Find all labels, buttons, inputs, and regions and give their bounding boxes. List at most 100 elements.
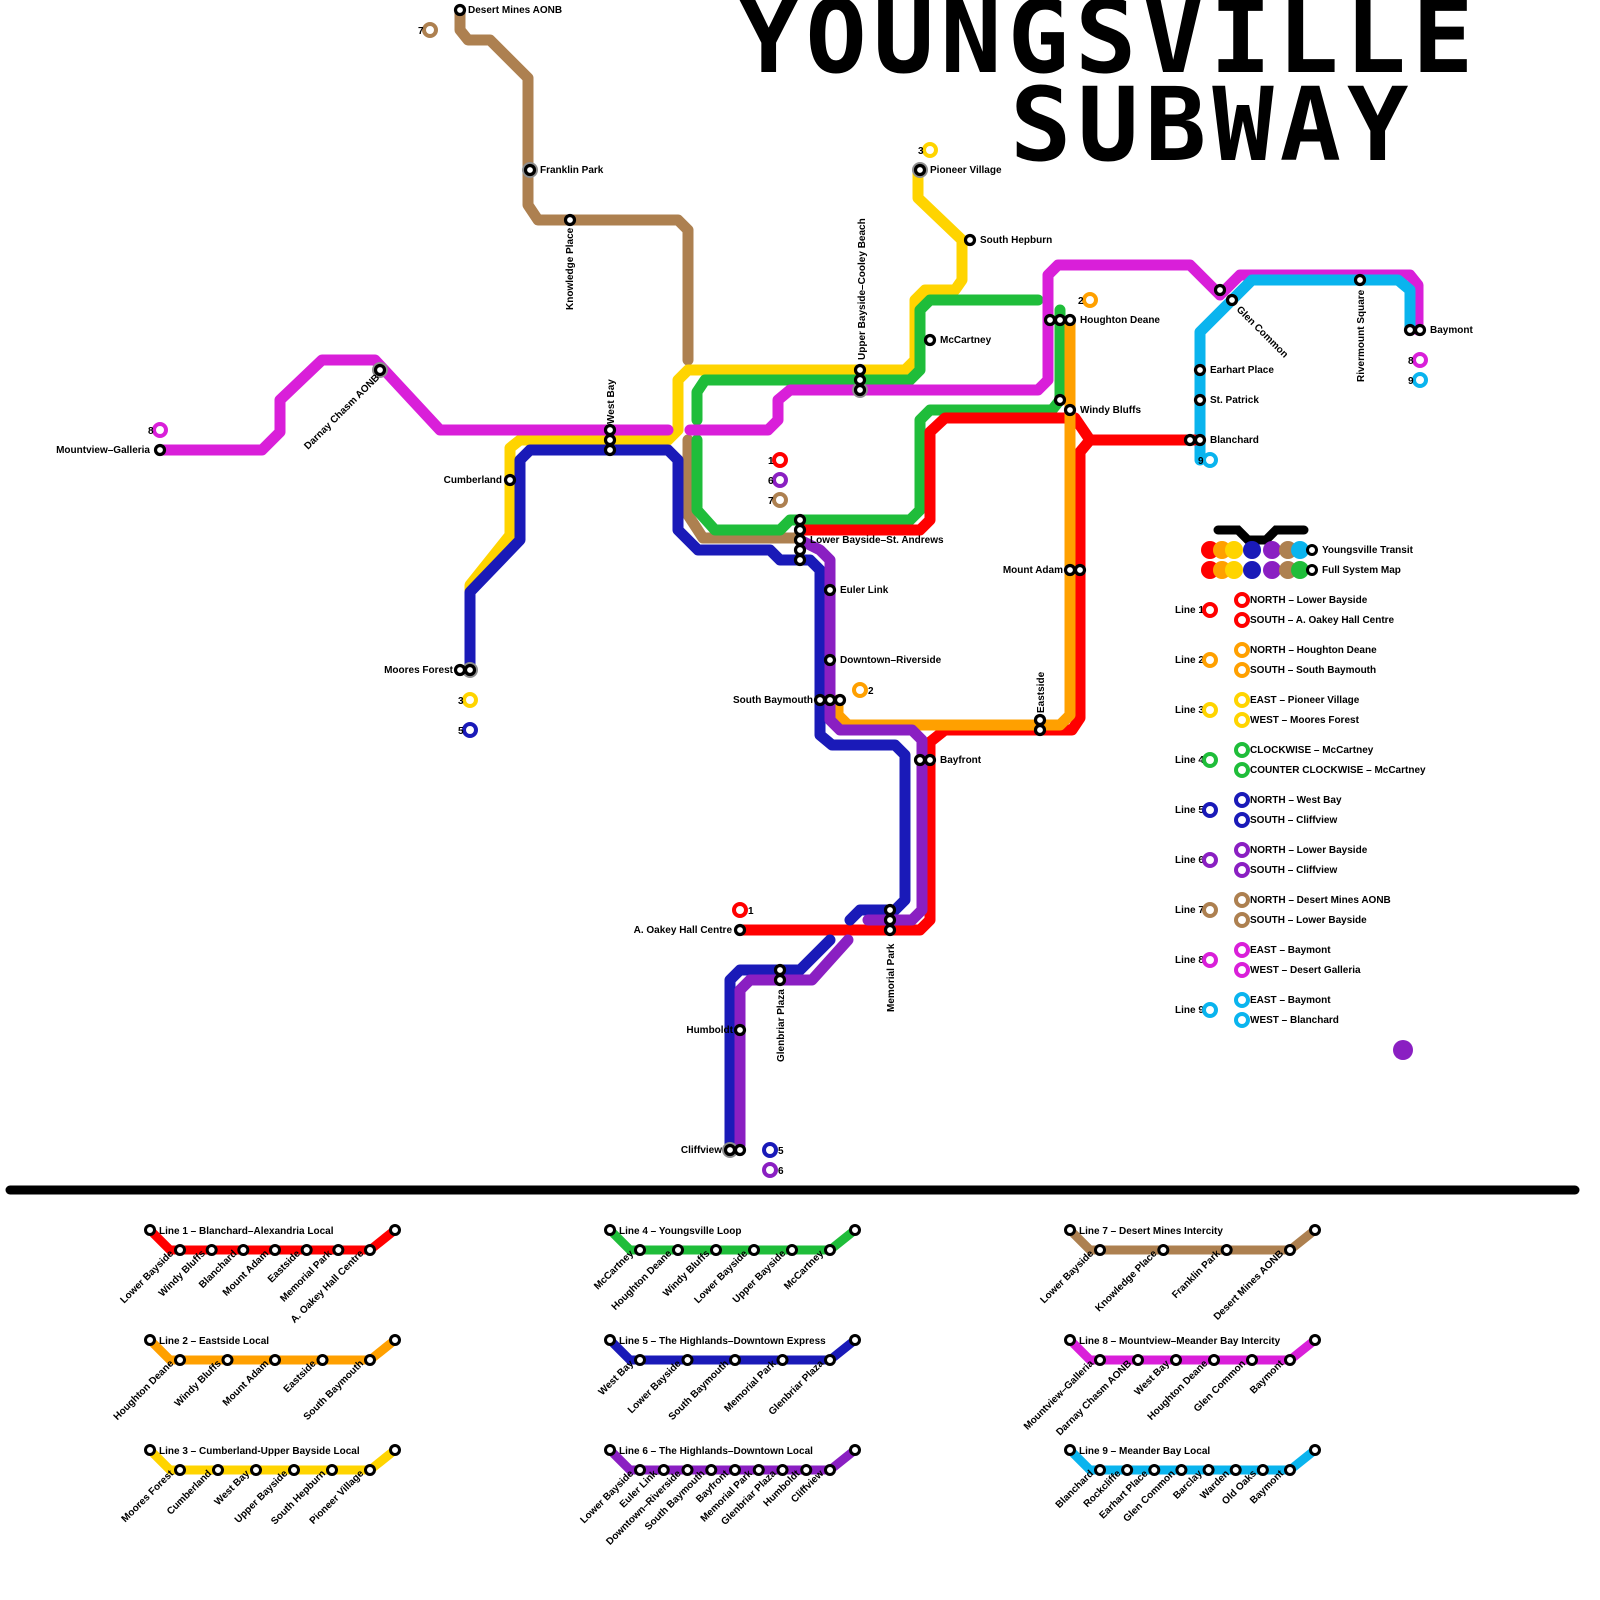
station-marker	[726, 1146, 735, 1155]
station-marker	[836, 696, 845, 705]
strip-stop	[1248, 1356, 1257, 1365]
station-label: Euler Link	[840, 585, 889, 596]
legend-direction: COUNTER CLOCKWISE – McCartney	[1250, 765, 1426, 776]
terminal-number: 7	[418, 26, 424, 37]
station-marker	[506, 476, 515, 485]
legend-direction: EAST – Baymont	[1250, 995, 1331, 1006]
station-label: Windy Bluffs	[1080, 405, 1141, 416]
station-marker	[1228, 296, 1237, 305]
strip-stop	[731, 1356, 740, 1365]
line-strips: Line 1 – Blanchard–Alexandria LocalLower…	[112, 1226, 1320, 1548]
strip-stop-label: West Bay	[597, 1358, 637, 1398]
strip-stop	[1123, 1466, 1132, 1475]
station-marker	[796, 556, 805, 565]
legend-direction: WEST – Blanchard	[1250, 1015, 1339, 1026]
legend-line-marker	[1204, 904, 1216, 916]
legend-dir-marker	[1236, 864, 1248, 876]
legend-direction: EAST – Pioneer Village	[1250, 695, 1360, 706]
strip-end	[146, 1226, 155, 1235]
legend-direction: SOUTH – Cliffview	[1250, 815, 1337, 826]
strip-stop	[1172, 1356, 1181, 1365]
strip-title: Line 1 – Blanchard–Alexandria Local	[159, 1226, 334, 1237]
strip-stop	[1286, 1356, 1295, 1365]
legend-direction: NORTH – Lower Bayside	[1250, 845, 1368, 856]
station-label: Blanchard	[1210, 435, 1259, 446]
station-label: Houghton Deane	[1080, 315, 1160, 326]
station-marker	[1356, 276, 1365, 285]
legend-dir-marker	[1236, 714, 1248, 726]
strip-stop	[683, 1466, 692, 1475]
transit-logo: Youngsville Transit Full System Map	[1201, 530, 1414, 579]
station-label: Lower Bayside–St. Andrews	[810, 535, 944, 546]
station-marker	[886, 926, 895, 935]
terminal-7b	[774, 494, 786, 506]
strip-stop	[318, 1356, 327, 1365]
terminal-number: 3	[458, 696, 464, 707]
logo-bar	[1218, 530, 1304, 540]
strip-end	[146, 1446, 155, 1455]
terminal-1	[774, 454, 786, 466]
logo-dot	[1225, 561, 1243, 579]
station-label: Glen Common	[1234, 304, 1290, 360]
station-label: Memorial Park	[886, 943, 897, 1012]
terminal-8b	[1414, 354, 1426, 366]
station-marker	[1216, 286, 1225, 295]
station-label: Desert Mines AONB	[468, 5, 562, 16]
station-marker	[826, 586, 835, 595]
legend-line-marker	[1204, 954, 1216, 966]
legend-direction: NORTH – Houghton Deane	[1250, 645, 1377, 656]
station-marker	[1196, 366, 1205, 375]
station-label: Darnay Chasm AONB	[302, 372, 382, 452]
logo-dot	[1263, 541, 1281, 559]
legend-line-marker	[1204, 854, 1216, 866]
station-marker	[1036, 716, 1045, 725]
legend-dir-marker	[1236, 1014, 1248, 1026]
terminal-5	[464, 724, 476, 736]
station-label: South Hepburn	[980, 235, 1052, 246]
terminal-number: 5	[778, 1146, 784, 1157]
station-label: Downtown–Riverside	[840, 655, 942, 666]
station-label: McCartney	[940, 335, 992, 346]
station-marker	[1196, 436, 1205, 445]
station-marker	[856, 376, 865, 385]
strip-stop	[302, 1246, 311, 1255]
strip-stop-label: Franklin Park	[1170, 1248, 1223, 1301]
station-marker	[856, 386, 865, 395]
legend-line-marker	[1204, 704, 1216, 716]
legend-line-marker	[1204, 654, 1216, 666]
strip-title: Line 4 – Youngsville Loop	[619, 1226, 741, 1237]
legend-dir-marker	[1236, 694, 1248, 706]
station-label: Earhart Place	[1210, 365, 1274, 376]
strip-stop	[750, 1246, 759, 1255]
strip-end	[1066, 1446, 1075, 1455]
station-marker	[606, 436, 615, 445]
logo-station	[1308, 566, 1317, 575]
strip-stop	[1096, 1246, 1105, 1255]
legend-direction: NORTH – West Bay	[1250, 795, 1342, 806]
strip-stop	[712, 1246, 721, 1255]
legend-dir-marker	[1236, 994, 1248, 1006]
strip-end	[1311, 1226, 1320, 1235]
strip-stop	[214, 1466, 223, 1475]
station-label: South Baymouth	[733, 695, 813, 706]
station-label: Mount Adam	[1003, 565, 1063, 576]
strip-end	[606, 1336, 615, 1345]
strip-stop	[239, 1246, 248, 1255]
terminal-number: 1	[768, 456, 774, 467]
station-label: A. Oakey Hall Centre	[634, 925, 733, 936]
station-marker	[566, 216, 575, 225]
legend-direction: NORTH – Lower Bayside	[1250, 595, 1368, 606]
station-marker	[526, 166, 535, 175]
terminal-2b	[854, 684, 866, 696]
legend-dir-marker	[1236, 744, 1248, 756]
strip-stop	[1159, 1246, 1168, 1255]
legend-dir-marker	[1236, 944, 1248, 956]
strip-end	[606, 1226, 615, 1235]
terminal-8	[154, 424, 166, 436]
strip-stop	[328, 1466, 337, 1475]
strip-end	[391, 1336, 400, 1345]
legend-line-label: Line 4	[1175, 755, 1204, 766]
station-label: Baymont	[1430, 325, 1473, 336]
station-marker	[816, 696, 825, 705]
legend-line-marker	[1204, 804, 1216, 816]
